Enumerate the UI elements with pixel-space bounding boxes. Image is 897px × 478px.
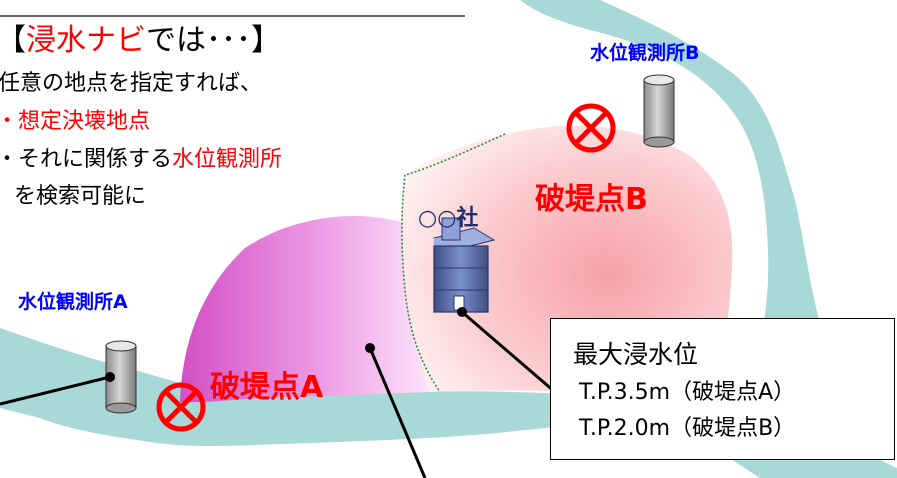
breach-point-b-label: 破堤点B [535,182,648,217]
flood-area-b-boundary [401,133,506,393]
description-bullet-breach: ・想定決壊地点 [0,109,151,134]
description-line-1: 任意の地点を指定すれば、 [0,71,263,96]
description-bullet-station: ・それに関係する水位観測所 [0,146,282,174]
pointer-line-station-a [0,375,111,406]
pointer-line-flood-a [368,347,427,478]
water-level-station-a-icon [105,340,137,414]
pointer-dot-station-a [105,372,115,382]
water-level-station-b-icon [643,74,675,148]
description-line-4: を検索可能に [14,184,147,209]
station-b-label: 水位観測所B [590,42,700,64]
heading-service-name: 浸水ナビ [26,23,146,58]
breach-marker-a-icon [156,382,206,432]
max-flood-level-breach-b: T.P.2.0m（破堤点B） [579,416,796,441]
breach-marker-b-icon [566,103,616,153]
max-flood-level-title: 最大浸水位 [573,340,699,369]
description-bullet-station-emphasis: 水位観測所 [172,147,283,172]
company-building-icon [432,217,496,313]
heading: 【浸水ナビでは･･･】 [0,24,281,58]
max-flood-level-box: 最大浸水位 T.P.3.5m（破堤点A） T.P.2.0m（破堤点B） [550,318,895,460]
pointer-line-company [461,310,556,394]
breach-point-a-label: 破堤点A [210,370,324,405]
max-flood-level-breach-a: T.P.3.5m（破堤点A） [579,380,796,405]
description-bullet-station-prefix: ・それに関係する [0,147,173,172]
company-label: ○○社 [418,206,479,231]
station-a-label: 水位観測所A [18,291,128,313]
pointer-dot-flood-a [365,343,375,353]
flood-area-a [180,216,430,403]
heading-rest: では･･･】 [146,23,281,58]
heading-bracket: 【 [0,23,26,58]
pointer-dot-company [457,307,467,317]
